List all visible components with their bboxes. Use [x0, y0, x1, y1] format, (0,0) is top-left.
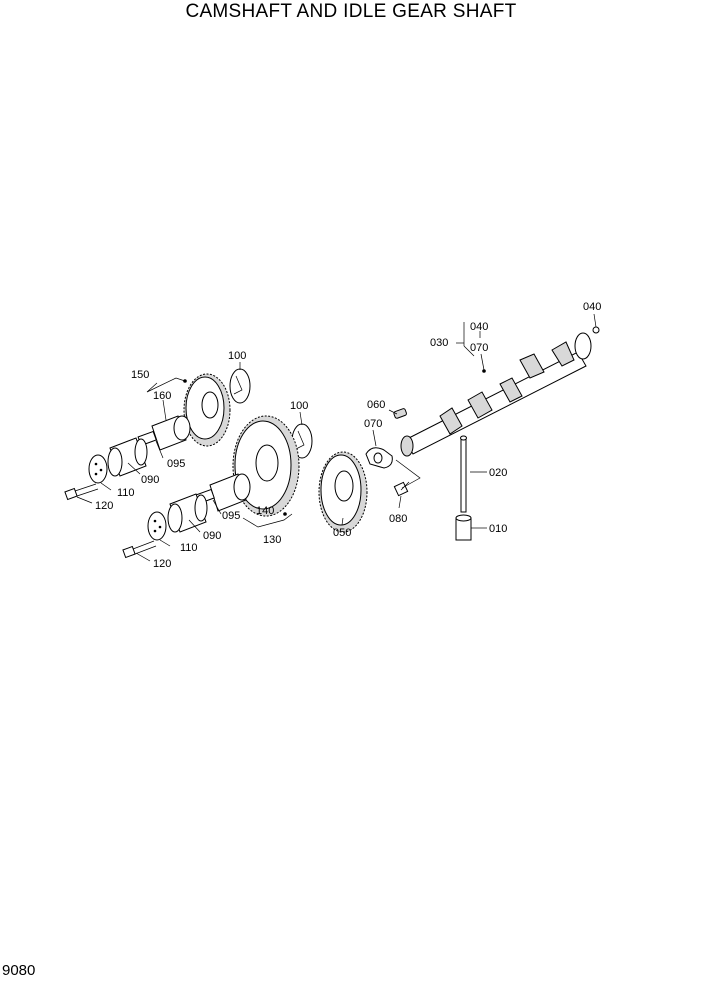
- leader-lines: [76, 313, 597, 562]
- callout-030: 030: [430, 337, 448, 349]
- callout-070-plate: 070: [364, 418, 382, 430]
- idle-shaft-lower: [167, 493, 208, 533]
- callout-110-upper: 110: [117, 487, 135, 499]
- callout-labels: 040 040 030 070 060 070 020 080 010 050 …: [95, 301, 601, 570]
- bushing-lower: [209, 473, 251, 512]
- washer-lower: [147, 511, 167, 541]
- callout-130: 130: [263, 534, 281, 546]
- washer-upper: [88, 454, 108, 484]
- push-rod: [460, 435, 467, 513]
- lock-plate-upper: [229, 368, 251, 404]
- callout-120-upper: 120: [95, 500, 113, 512]
- callout-060: 060: [367, 399, 385, 411]
- woodruff-key: [393, 408, 407, 419]
- tappet: [455, 514, 472, 541]
- callout-110-lower: 110: [180, 542, 198, 554]
- page-title: CAMSHAFT AND IDLE GEAR SHAFT: [185, 1, 517, 22]
- callout-050: 050: [333, 527, 351, 539]
- callout-140: 140: [256, 505, 274, 517]
- camshaft-gear: [318, 451, 368, 533]
- camshaft: [400, 332, 592, 457]
- callout-010: 010: [489, 523, 507, 535]
- callout-040-top: 040: [583, 301, 601, 313]
- bolt-upper: [64, 483, 99, 501]
- bushing-upper: [151, 415, 191, 451]
- callout-095-upper: 095: [167, 458, 185, 470]
- thrust-plate-bolt: [393, 481, 410, 497]
- callout-160: 160: [153, 390, 171, 402]
- callout-040-bracket: 040: [470, 321, 488, 333]
- callout-020: 020: [489, 467, 507, 479]
- callout-150: 150: [131, 369, 149, 381]
- camshaft-end-plug: [592, 326, 600, 334]
- callout-070-bracket: 070: [470, 342, 488, 354]
- idle-gear-upper: [183, 373, 231, 447]
- callout-080: 080: [389, 513, 407, 525]
- callout-100-upper: 100: [228, 350, 246, 362]
- page-number: 9080: [2, 962, 36, 979]
- callout-090-upper: 090: [141, 474, 159, 486]
- thrust-plate: [365, 447, 393, 469]
- bolt-lower: [122, 540, 157, 559]
- idle-shaft-upper: [107, 437, 148, 477]
- callout-120-lower: 120: [153, 558, 171, 570]
- callout-090-lower: 090: [203, 530, 221, 542]
- callout-095-lower: 095: [222, 510, 240, 522]
- callout-100-lower: 100: [290, 400, 308, 412]
